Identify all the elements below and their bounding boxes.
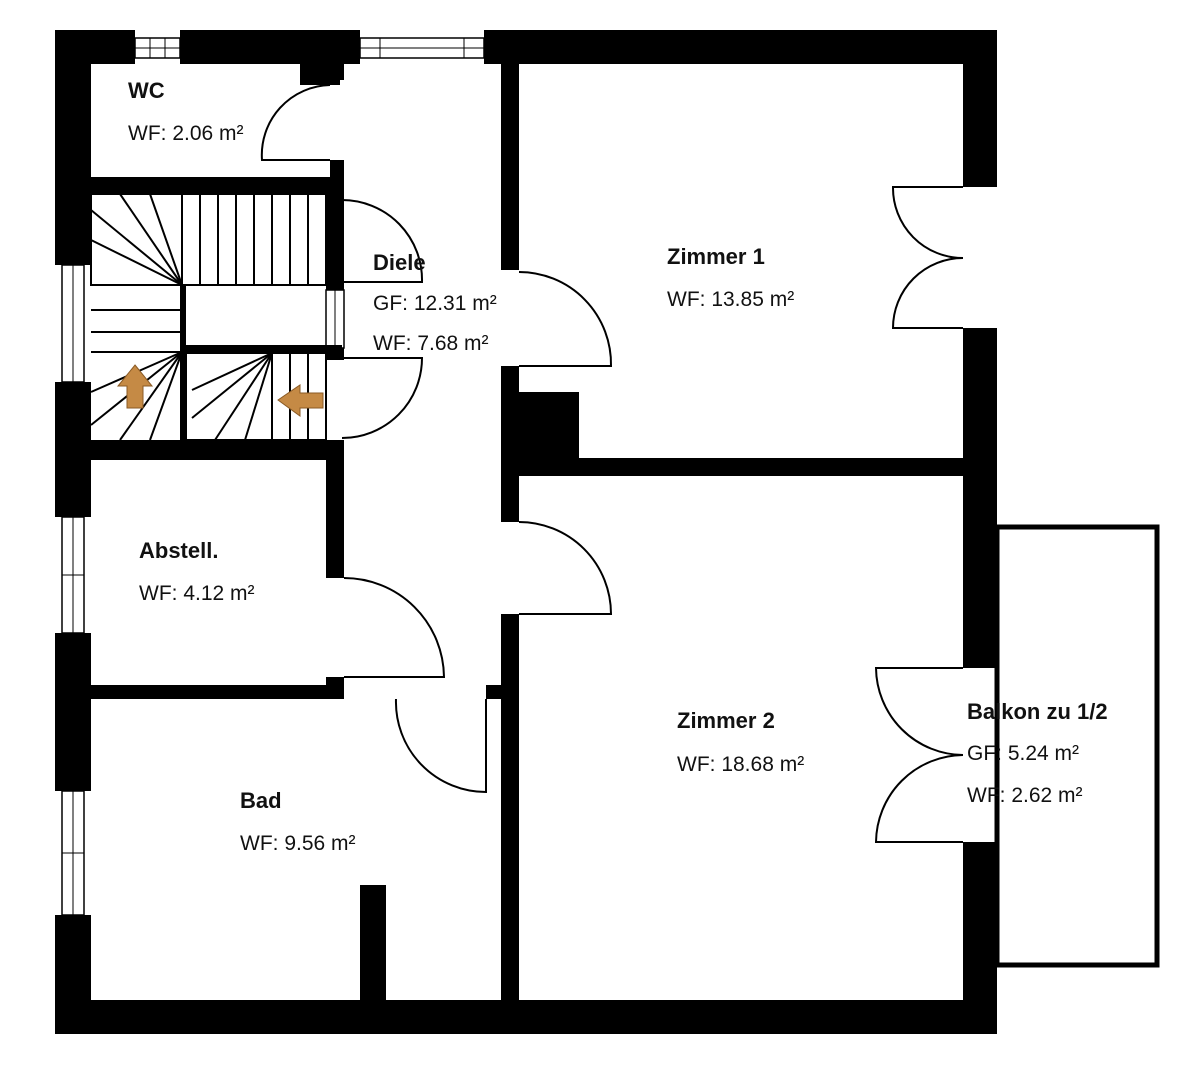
room-label-abstell: Abstell. WF: 4.12 m² — [139, 538, 255, 605]
room-label-balkon: Balkon zu 1/2 GF: 5.24 m² WF: 2.62 m² — [967, 699, 1108, 807]
door-abstell — [343, 577, 446, 678]
door-zimmer1-window-bottom — [891, 257, 964, 329]
window-diele-stair — [325, 289, 345, 349]
window-bad — [61, 790, 85, 916]
room-label-wc: WC WF: 2.06 m² — [128, 78, 244, 145]
room-name: Balkon zu 1/2 — [967, 699, 1108, 724]
window-wc — [134, 37, 181, 59]
door-zimmer1 — [518, 271, 613, 367]
door-diele-stair-bottom — [341, 357, 424, 439]
room-area: WF: 4.12 m² — [139, 582, 255, 605]
room-area: GF: 5.24 m² — [967, 742, 1079, 765]
window-abstell — [61, 516, 85, 634]
room-name: Zimmer 1 — [667, 244, 765, 269]
room-name: Bad — [240, 788, 282, 813]
room-label-bad: Bad WF: 9.56 m² — [240, 788, 356, 855]
window-stairs — [61, 264, 85, 383]
staircase — [90, 193, 327, 441]
interior-walls — [91, 60, 997, 1000]
room-area: WF: 9.56 m² — [240, 832, 356, 855]
room-label-zimmer1: Zimmer 1 WF: 13.85 m² — [667, 244, 794, 311]
door-balkon-bottom — [874, 754, 964, 843]
room-name: Abstell. — [139, 538, 218, 563]
room-name: Diele — [373, 250, 426, 275]
window-diele-top — [359, 37, 485, 59]
doors — [260, 84, 964, 843]
stair-up-arrow-icon — [116, 364, 154, 409]
room-name: WC — [128, 78, 165, 103]
balcony-outline — [994, 524, 1160, 968]
room-label-diele: Diele GF: 12.31 m² WF: 7.68 m² — [373, 250, 497, 355]
room-area: WF: 2.62 m² — [967, 784, 1083, 807]
room-area: WF: 2.06 m² — [128, 122, 244, 145]
outer-walls — [55, 30, 997, 1034]
room-area: GF: 12.31 m² — [373, 292, 497, 315]
room-area: WF: 18.68 m² — [677, 753, 804, 776]
room-area: WF: 13.85 m² — [667, 288, 794, 311]
door-balkon-top — [874, 667, 964, 756]
door-diele-stair-top — [341, 199, 424, 283]
door-zimmer2 — [518, 521, 613, 615]
windows — [61, 37, 485, 916]
room-label-zimmer2: Zimmer 2 WF: 18.68 m² — [677, 708, 804, 776]
door-wc — [260, 84, 331, 161]
room-name: Zimmer 2 — [677, 708, 775, 733]
room-area: WF: 7.68 m² — [373, 332, 489, 355]
stair-left-arrow-icon — [277, 384, 324, 417]
door-zimmer1-window-top — [891, 186, 964, 259]
door-bad — [394, 698, 487, 794]
